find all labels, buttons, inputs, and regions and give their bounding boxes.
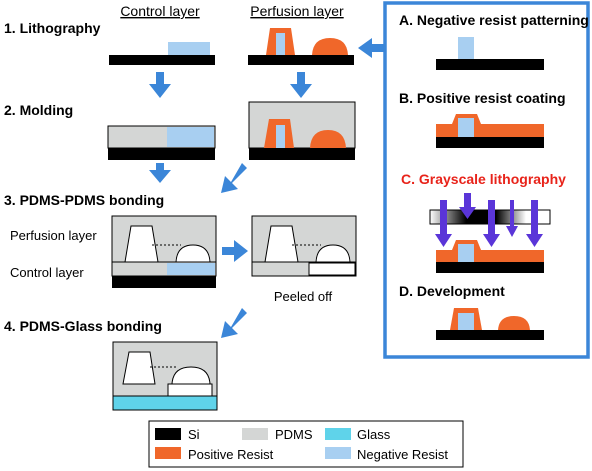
control-mold: [107, 125, 216, 160]
left-arrow-icon: [358, 38, 384, 58]
svg-text:Negative Resist: Negative Resist: [357, 447, 448, 462]
legend-item-negative-resist: Negative Resist: [325, 447, 448, 462]
step-c-title: C. Grayscale lithography: [401, 171, 566, 187]
step-b-title: B. Positive resist coating: [399, 90, 566, 106]
perfusion-layer-header: Perfusion layer: [250, 3, 344, 19]
control-layer-label: Control layer: [10, 265, 84, 280]
bonded-stack-left: [111, 215, 217, 288]
down-arrow-icon: [290, 72, 312, 98]
step-pdms-pdms-title: 3. PDMS-PDMS bonding: [4, 192, 164, 208]
diagonal-arrow-icon: [221, 308, 247, 338]
down-arrow-icon: [149, 72, 171, 98]
right-arrow-icon: [222, 240, 248, 262]
legend-item-glass: Glass: [325, 427, 391, 442]
step-b-wafer: [436, 114, 544, 148]
step-a-wafer: [436, 37, 544, 70]
diagonal-arrow-icon: [221, 163, 247, 193]
svg-text:Si: Si: [188, 427, 200, 442]
legend-item-pdms: PDMS: [242, 427, 313, 442]
perfusion-mold: [248, 101, 356, 160]
step-molding-title: 2. Molding: [4, 102, 73, 118]
svg-text:Positive Resist: Positive Resist: [188, 447, 274, 462]
step-d-title: D. Development: [399, 283, 505, 299]
down-arrow-icon: [149, 163, 171, 183]
legend-item-si: Si: [155, 427, 200, 442]
step-lithography-title: 1. Lithography: [4, 20, 101, 36]
uv-exposure-arrows: [435, 193, 543, 247]
step-a-title: A. Negative resist patterning: [399, 12, 589, 28]
peeled-off-label: Peeled off: [274, 289, 333, 304]
step-pdms-glass-title: 4. PDMS-Glass bonding: [4, 318, 162, 334]
control-layer-header: Control layer: [120, 3, 200, 19]
control-wafer-step1: [109, 42, 215, 65]
perfusion-layer-label: Perfusion layer: [10, 228, 97, 243]
bonded-stack-right: [251, 215, 357, 277]
svg-text:Glass: Glass: [357, 427, 391, 442]
glass-bonded-chip: [112, 341, 218, 411]
step-d-wafer: [436, 308, 544, 340]
legend-item-positive-resist: Positive Resist: [155, 447, 274, 462]
perfusion-wafer-step1: [248, 28, 354, 65]
legend: [148, 420, 464, 468]
svg-text:PDMS: PDMS: [275, 427, 313, 442]
